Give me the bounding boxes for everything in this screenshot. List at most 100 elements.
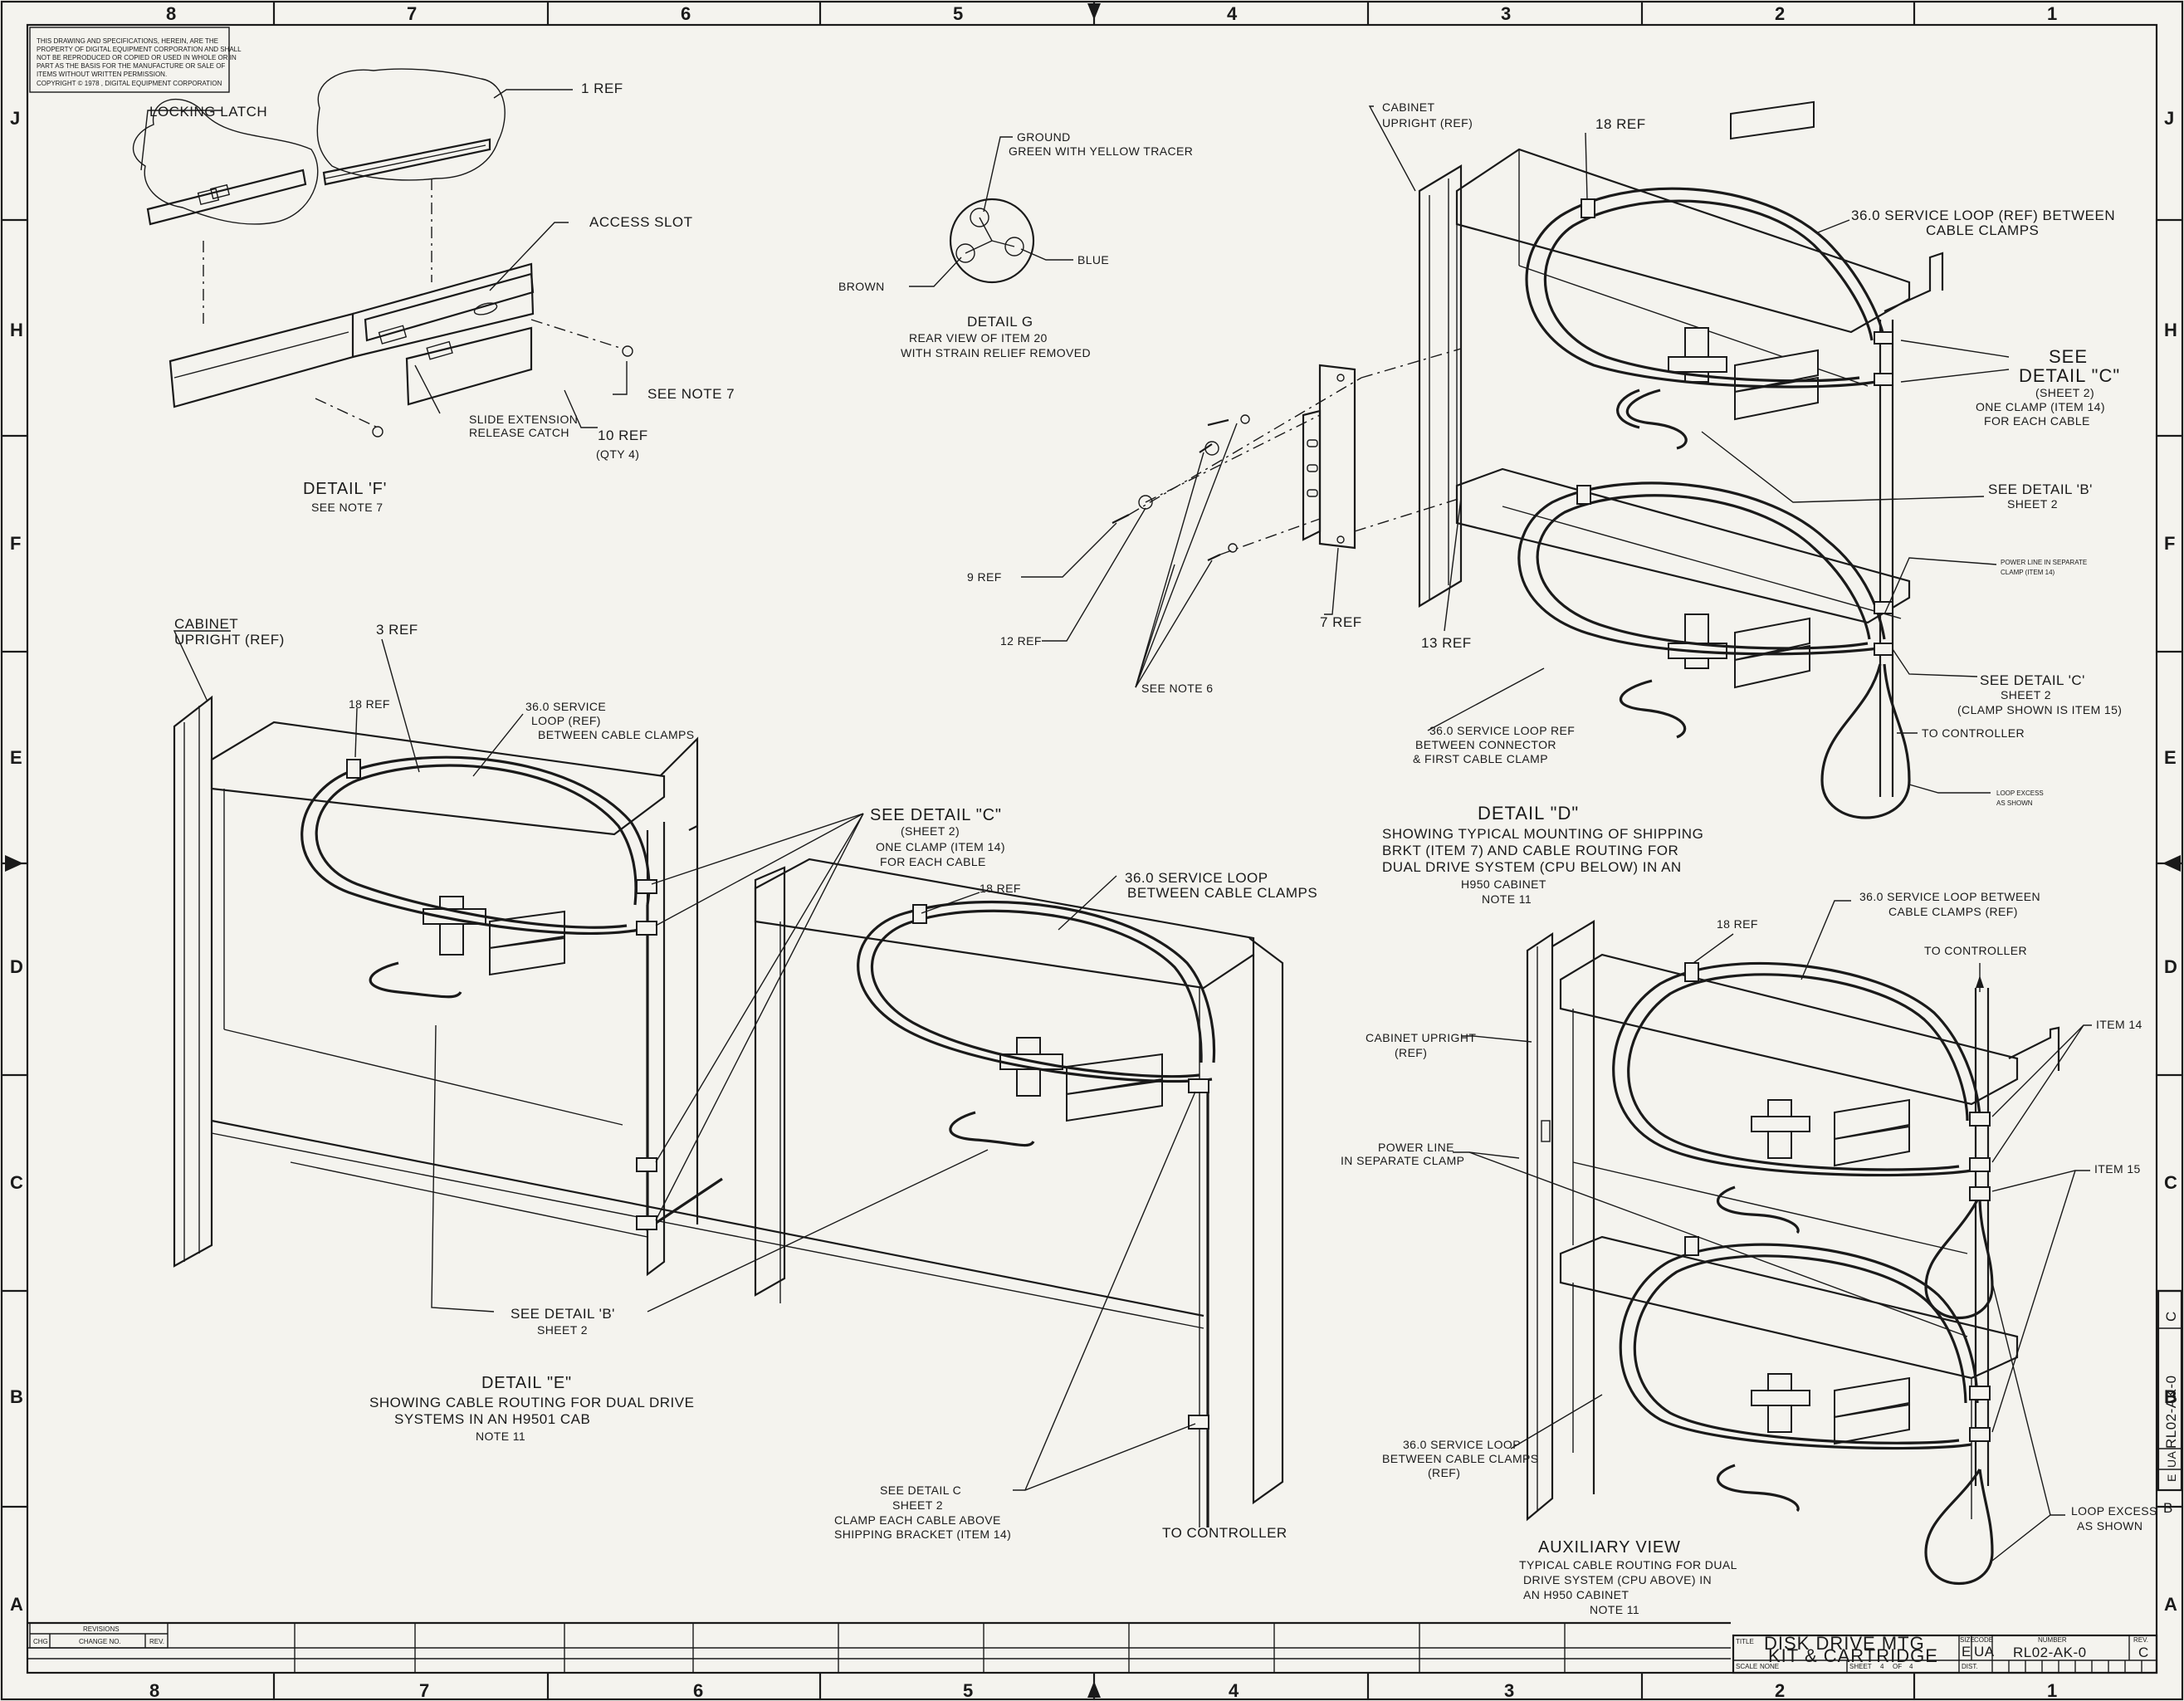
svg-text:A: A: [10, 1594, 23, 1615]
svg-text:SHEET 2: SHEET 2: [2007, 497, 2058, 511]
svg-text:RL02-AK-0: RL02-AK-0: [2013, 1645, 2087, 1660]
svg-text:BETWEEN CABLE CLAMPS: BETWEEN CABLE CLAMPS: [1382, 1452, 1539, 1465]
svg-text:CODE: CODE: [1974, 1636, 1993, 1644]
svg-text:& FIRST CABLE CLAMP: & FIRST CABLE CLAMP: [1413, 752, 1548, 765]
detail-g-labels: GROUND GREEN WITH YELLOW TRACER BROWN BL…: [838, 130, 1193, 359]
svg-text:CABINET UPRIGHT: CABINET UPRIGHT: [1366, 1031, 1476, 1044]
svg-text:B: B: [2163, 1500, 2173, 1516]
svg-text:(CLAMP SHOWN IS ITEM 15): (CLAMP SHOWN IS ITEM 15): [1957, 703, 2122, 716]
svg-text:7 REF: 7 REF: [1320, 614, 1362, 630]
svg-text:D: D: [10, 956, 23, 977]
svg-text:THIS DRAWING AND SPECIFICATION: THIS DRAWING AND SPECIFICATIONS, HEREIN,…: [37, 37, 218, 45]
svg-text:NOTE 11: NOTE 11: [1590, 1603, 1639, 1616]
svg-text:18 REF: 18 REF: [980, 882, 1021, 895]
svg-text:SHIPPING BRACKET (ITEM 14): SHIPPING BRACKET (ITEM 14): [834, 1527, 1011, 1541]
svg-text:J: J: [2164, 108, 2174, 129]
svg-text:BETWEEN CABLE CLAMPS: BETWEEN CABLE CLAMPS: [538, 728, 695, 741]
svg-text:36.0 SERVICE LOOP (REF) BETWEE: 36.0 SERVICE LOOP (REF) BETWEEN: [1851, 208, 2115, 223]
title-block: TITLE DISK DRIVE MTG KIT & CARTRIDGE SIZ…: [1732, 1633, 2158, 1674]
svg-text:SEE NOTE 7: SEE NOTE 7: [311, 501, 383, 514]
svg-text:SHOWING CABLE ROUTING FOR DUAL: SHOWING CABLE ROUTING FOR DUAL DRIVE: [369, 1395, 694, 1410]
svg-text:NONE: NONE: [1760, 1663, 1779, 1670]
svg-text:F: F: [2164, 533, 2175, 554]
svg-text:SEE DETAIL C: SEE DETAIL C: [880, 1483, 961, 1497]
svg-text:NOTE 11: NOTE 11: [476, 1430, 525, 1443]
zone-labels-right: J H F E D C B A: [2164, 108, 2177, 1615]
svg-text:SLIDE EXTENSION: SLIDE EXTENSION: [469, 413, 578, 426]
svg-text:LOOP EXCESS: LOOP EXCESS: [2071, 1504, 2157, 1518]
svg-text:F: F: [10, 533, 21, 554]
svg-text:4: 4: [1880, 1663, 1884, 1670]
detail-d-labels: CABINET UPRIGHT (REF) 18 REF 36.0 SERVIC…: [1382, 100, 2122, 906]
svg-text:NOTE 11: NOTE 11: [1482, 892, 1532, 906]
svg-text:C: C: [2163, 1311, 2179, 1322]
svg-text:REAR VIEW OF ITEM 20: REAR VIEW OF ITEM 20: [909, 331, 1048, 345]
svg-text:SHEET 2: SHEET 2: [2001, 688, 2051, 701]
svg-text:SEE DETAIL 'B': SEE DETAIL 'B': [1988, 481, 2093, 497]
svg-text:LOCKING LATCH: LOCKING LATCH: [149, 104, 267, 120]
svg-text:IN SEPARATE CLAMP: IN SEPARATE CLAMP: [1341, 1154, 1464, 1167]
svg-text:SCALE: SCALE: [1736, 1663, 1757, 1670]
svg-text:3: 3: [1504, 1680, 1514, 1701]
svg-text:DETAIL "E": DETAIL "E": [481, 1374, 572, 1392]
svg-text:WITH STRAIN RELIEF REMOVED: WITH STRAIN RELIEF REMOVED: [901, 346, 1091, 359]
svg-text:C: C: [10, 1172, 23, 1193]
svg-text:ONE CLAMP (ITEM 14): ONE CLAMP (ITEM 14): [1976, 400, 2105, 413]
side-drawing-number-tab: C RL02-AK-0 UA E B: [2157, 1289, 2183, 1516]
svg-text:BRKT (ITEM 7) AND CABLE ROUTIN: BRKT (ITEM 7) AND CABLE ROUTING FOR: [1382, 843, 1678, 858]
svg-text:H950 CABINET: H950 CABINET: [1461, 877, 1546, 891]
svg-text:4: 4: [1909, 1663, 1913, 1670]
svg-text:18 REF: 18 REF: [1595, 116, 1646, 132]
svg-text:REV.: REV.: [149, 1638, 164, 1645]
svg-text:B: B: [10, 1386, 23, 1407]
svg-text:E: E: [2164, 747, 2177, 768]
revisions-strip: REVISIONS CHG CHANGE NO. REV.: [27, 1621, 1731, 1673]
svg-text:E: E: [10, 747, 22, 768]
svg-text:10 REF: 10 REF: [598, 428, 648, 443]
detail-e-labels: CABINET UPRIGHT (REF) 3 REF 18 REF 36.0 …: [174, 616, 1317, 1541]
svg-text:POWER LINE: POWER LINE: [1378, 1141, 1454, 1154]
svg-text:RELEASE CATCH: RELEASE CATCH: [469, 426, 569, 439]
svg-text:36.0 SERVICE LOOP: 36.0 SERVICE LOOP: [1125, 870, 1268, 886]
svg-text:SYSTEMS IN AN H9501 CAB: SYSTEMS IN AN H9501 CAB: [394, 1411, 590, 1427]
svg-text:SHEET 2: SHEET 2: [892, 1498, 943, 1512]
svg-text:(REF): (REF): [1428, 1466, 1460, 1479]
svg-text:(SHEET 2): (SHEET 2): [2035, 386, 2094, 399]
svg-text:SEE: SEE: [2049, 346, 2088, 367]
svg-text:DETAIL G: DETAIL G: [967, 314, 1033, 330]
svg-text:LOOP EXCESS: LOOP EXCESS: [1996, 789, 2044, 797]
svg-text:COPYRIGHT © 1978 , DIGITAL EQU: COPYRIGHT © 1978 , DIGITAL EQUIPMENT COR…: [37, 80, 222, 87]
svg-text:UA: UA: [2165, 1450, 2178, 1468]
svg-text:NUMBER: NUMBER: [2038, 1636, 2067, 1644]
copyright-notice: THIS DRAWING AND SPECIFICATIONS, HEREIN,…: [29, 27, 242, 93]
svg-text:DETAIL "D": DETAIL "D": [1478, 803, 1579, 824]
svg-text:LOOP (REF): LOOP (REF): [531, 714, 601, 727]
svg-text:BROWN: BROWN: [838, 280, 885, 293]
svg-text:DUAL DRIVE SYSTEM (CPU BELOW): DUAL DRIVE SYSTEM (CPU BELOW) IN AN: [1382, 859, 1682, 875]
svg-text:(REF): (REF): [1395, 1046, 1427, 1059]
svg-text:7: 7: [419, 1680, 429, 1701]
svg-text:UPRIGHT (REF): UPRIGHT (REF): [1382, 116, 1473, 130]
svg-text:FOR EACH CABLE: FOR EACH CABLE: [880, 855, 986, 868]
svg-text:H: H: [2164, 320, 2177, 340]
svg-text:2: 2: [1775, 1680, 1785, 1701]
svg-text:CABINET: CABINET: [174, 616, 238, 632]
svg-text:13 REF: 13 REF: [1421, 635, 1472, 651]
svg-text:ITEMS WITHOUT WRITTEN PERMISSI: ITEMS WITHOUT WRITTEN PERMISSION.: [37, 71, 167, 78]
detail-e-drawing: [173, 630, 1284, 1527]
svg-text:GROUND: GROUND: [1017, 130, 1071, 144]
svg-text:TO CONTROLLER: TO CONTROLLER: [1162, 1525, 1287, 1541]
svg-text:BETWEEN CABLE CLAMPS: BETWEEN CABLE CLAMPS: [1127, 885, 1317, 901]
svg-text:E: E: [2165, 1474, 2178, 1482]
svg-text:1: 1: [2047, 1680, 2057, 1701]
svg-text:SHEET 2: SHEET 2: [537, 1323, 588, 1337]
svg-text:SHOWING TYPICAL MOUNTING OF SH: SHOWING TYPICAL MOUNTING OF SHIPPING: [1382, 826, 1703, 842]
svg-text:FOR EACH CABLE: FOR EACH CABLE: [1984, 414, 2090, 428]
svg-text:2: 2: [1775, 3, 1785, 24]
svg-text:TITLE: TITLE: [1736, 1638, 1754, 1645]
svg-text:J: J: [10, 108, 20, 129]
svg-text:AUXILIARY VIEW: AUXILIARY VIEW: [1538, 1538, 1681, 1557]
svg-text:BLUE: BLUE: [1077, 253, 1109, 266]
svg-text:CABINET: CABINET: [1382, 100, 1435, 114]
